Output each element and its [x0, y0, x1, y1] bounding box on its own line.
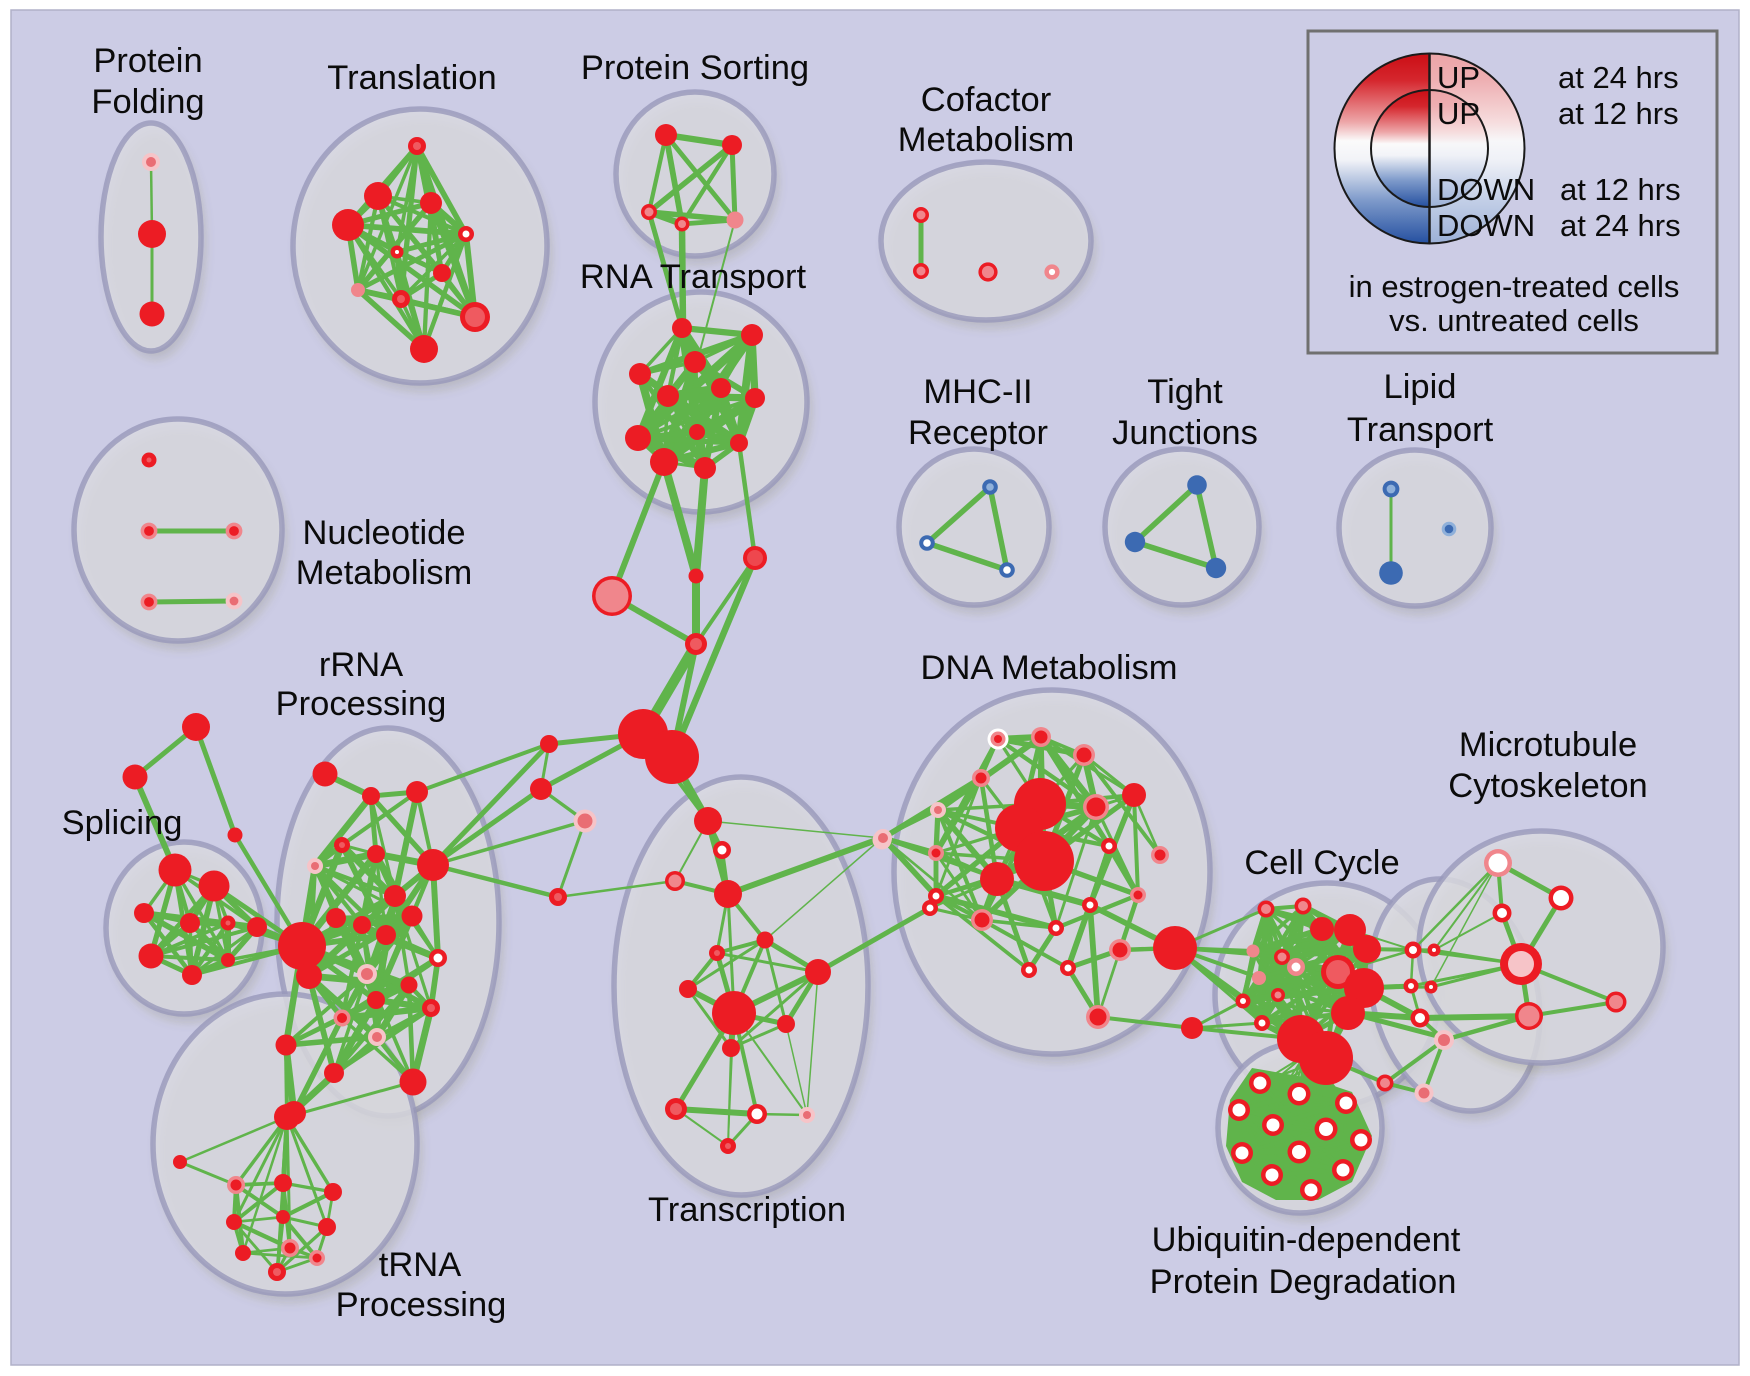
- svg-text:MHC-II: MHC-II: [923, 373, 1032, 411]
- svg-text:Protein Sorting: Protein Sorting: [581, 49, 809, 87]
- svg-text:UP: UP: [1437, 96, 1480, 131]
- svg-text:Cytoskeleton: Cytoskeleton: [1448, 767, 1647, 805]
- svg-text:UP: UP: [1437, 60, 1480, 95]
- svg-text:Lipid: Lipid: [1384, 368, 1457, 406]
- svg-text:at 24 hrs: at 24 hrs: [1560, 208, 1681, 243]
- svg-text:Metabolism: Metabolism: [898, 121, 1074, 159]
- svg-text:Transport: Transport: [1347, 411, 1494, 449]
- svg-text:tRNA: tRNA: [379, 1246, 461, 1284]
- svg-text:rRNA: rRNA: [319, 646, 403, 684]
- svg-text:at 12 hrs: at 12 hrs: [1560, 172, 1681, 207]
- svg-text:Splicing: Splicing: [62, 804, 183, 842]
- svg-text:Translation: Translation: [327, 59, 496, 97]
- svg-text:vs. untreated cells: vs. untreated cells: [1389, 303, 1639, 338]
- svg-text:Junctions: Junctions: [1112, 414, 1258, 452]
- svg-text:Processing: Processing: [276, 685, 447, 723]
- svg-text:DOWN: DOWN: [1437, 208, 1535, 243]
- svg-text:Microtubule: Microtubule: [1459, 726, 1637, 764]
- svg-text:Folding: Folding: [91, 83, 204, 121]
- svg-text:at 24 hrs: at 24 hrs: [1558, 60, 1679, 95]
- svg-text:in estrogen-treated cells: in estrogen-treated cells: [1349, 269, 1680, 304]
- svg-text:Protein: Protein: [93, 42, 202, 80]
- svg-text:Tight: Tight: [1147, 373, 1223, 411]
- svg-text:DOWN: DOWN: [1437, 172, 1535, 207]
- svg-text:DNA Metabolism: DNA Metabolism: [921, 649, 1178, 687]
- svg-text:Protein Degradation: Protein Degradation: [1150, 1263, 1457, 1301]
- svg-text:Nucleotide: Nucleotide: [302, 514, 465, 552]
- svg-text:Metabolism: Metabolism: [296, 554, 472, 592]
- svg-text:Cell Cycle: Cell Cycle: [1244, 844, 1399, 882]
- svg-text:Transcription: Transcription: [648, 1191, 846, 1229]
- svg-text:Cofactor: Cofactor: [921, 81, 1051, 119]
- svg-text:Ubiquitin-dependent: Ubiquitin-dependent: [1152, 1221, 1461, 1259]
- svg-text:Processing: Processing: [336, 1286, 507, 1324]
- svg-text:RNA Transport: RNA Transport: [580, 258, 807, 296]
- svg-text:Receptor: Receptor: [908, 414, 1048, 452]
- svg-text:at 12 hrs: at 12 hrs: [1558, 96, 1679, 131]
